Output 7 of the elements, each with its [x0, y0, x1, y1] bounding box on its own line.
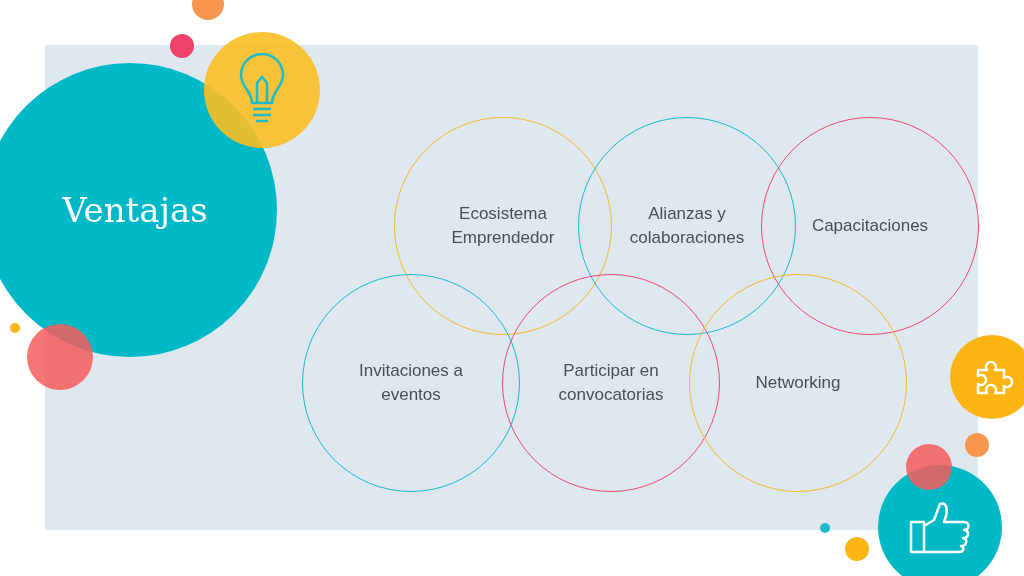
circle-label: Ecosistema Emprendedor	[450, 203, 556, 249]
circle-title: Ventajas	[62, 190, 208, 230]
circle-label: Alianzas y colaboraciones	[628, 203, 746, 249]
circle-label: Networking	[755, 372, 841, 394]
circle-label: Capacitaciones	[811, 215, 929, 237]
circle-label: Participar en convocatorias	[557, 360, 665, 406]
circle-label: Invitaciones a eventos	[358, 360, 464, 406]
